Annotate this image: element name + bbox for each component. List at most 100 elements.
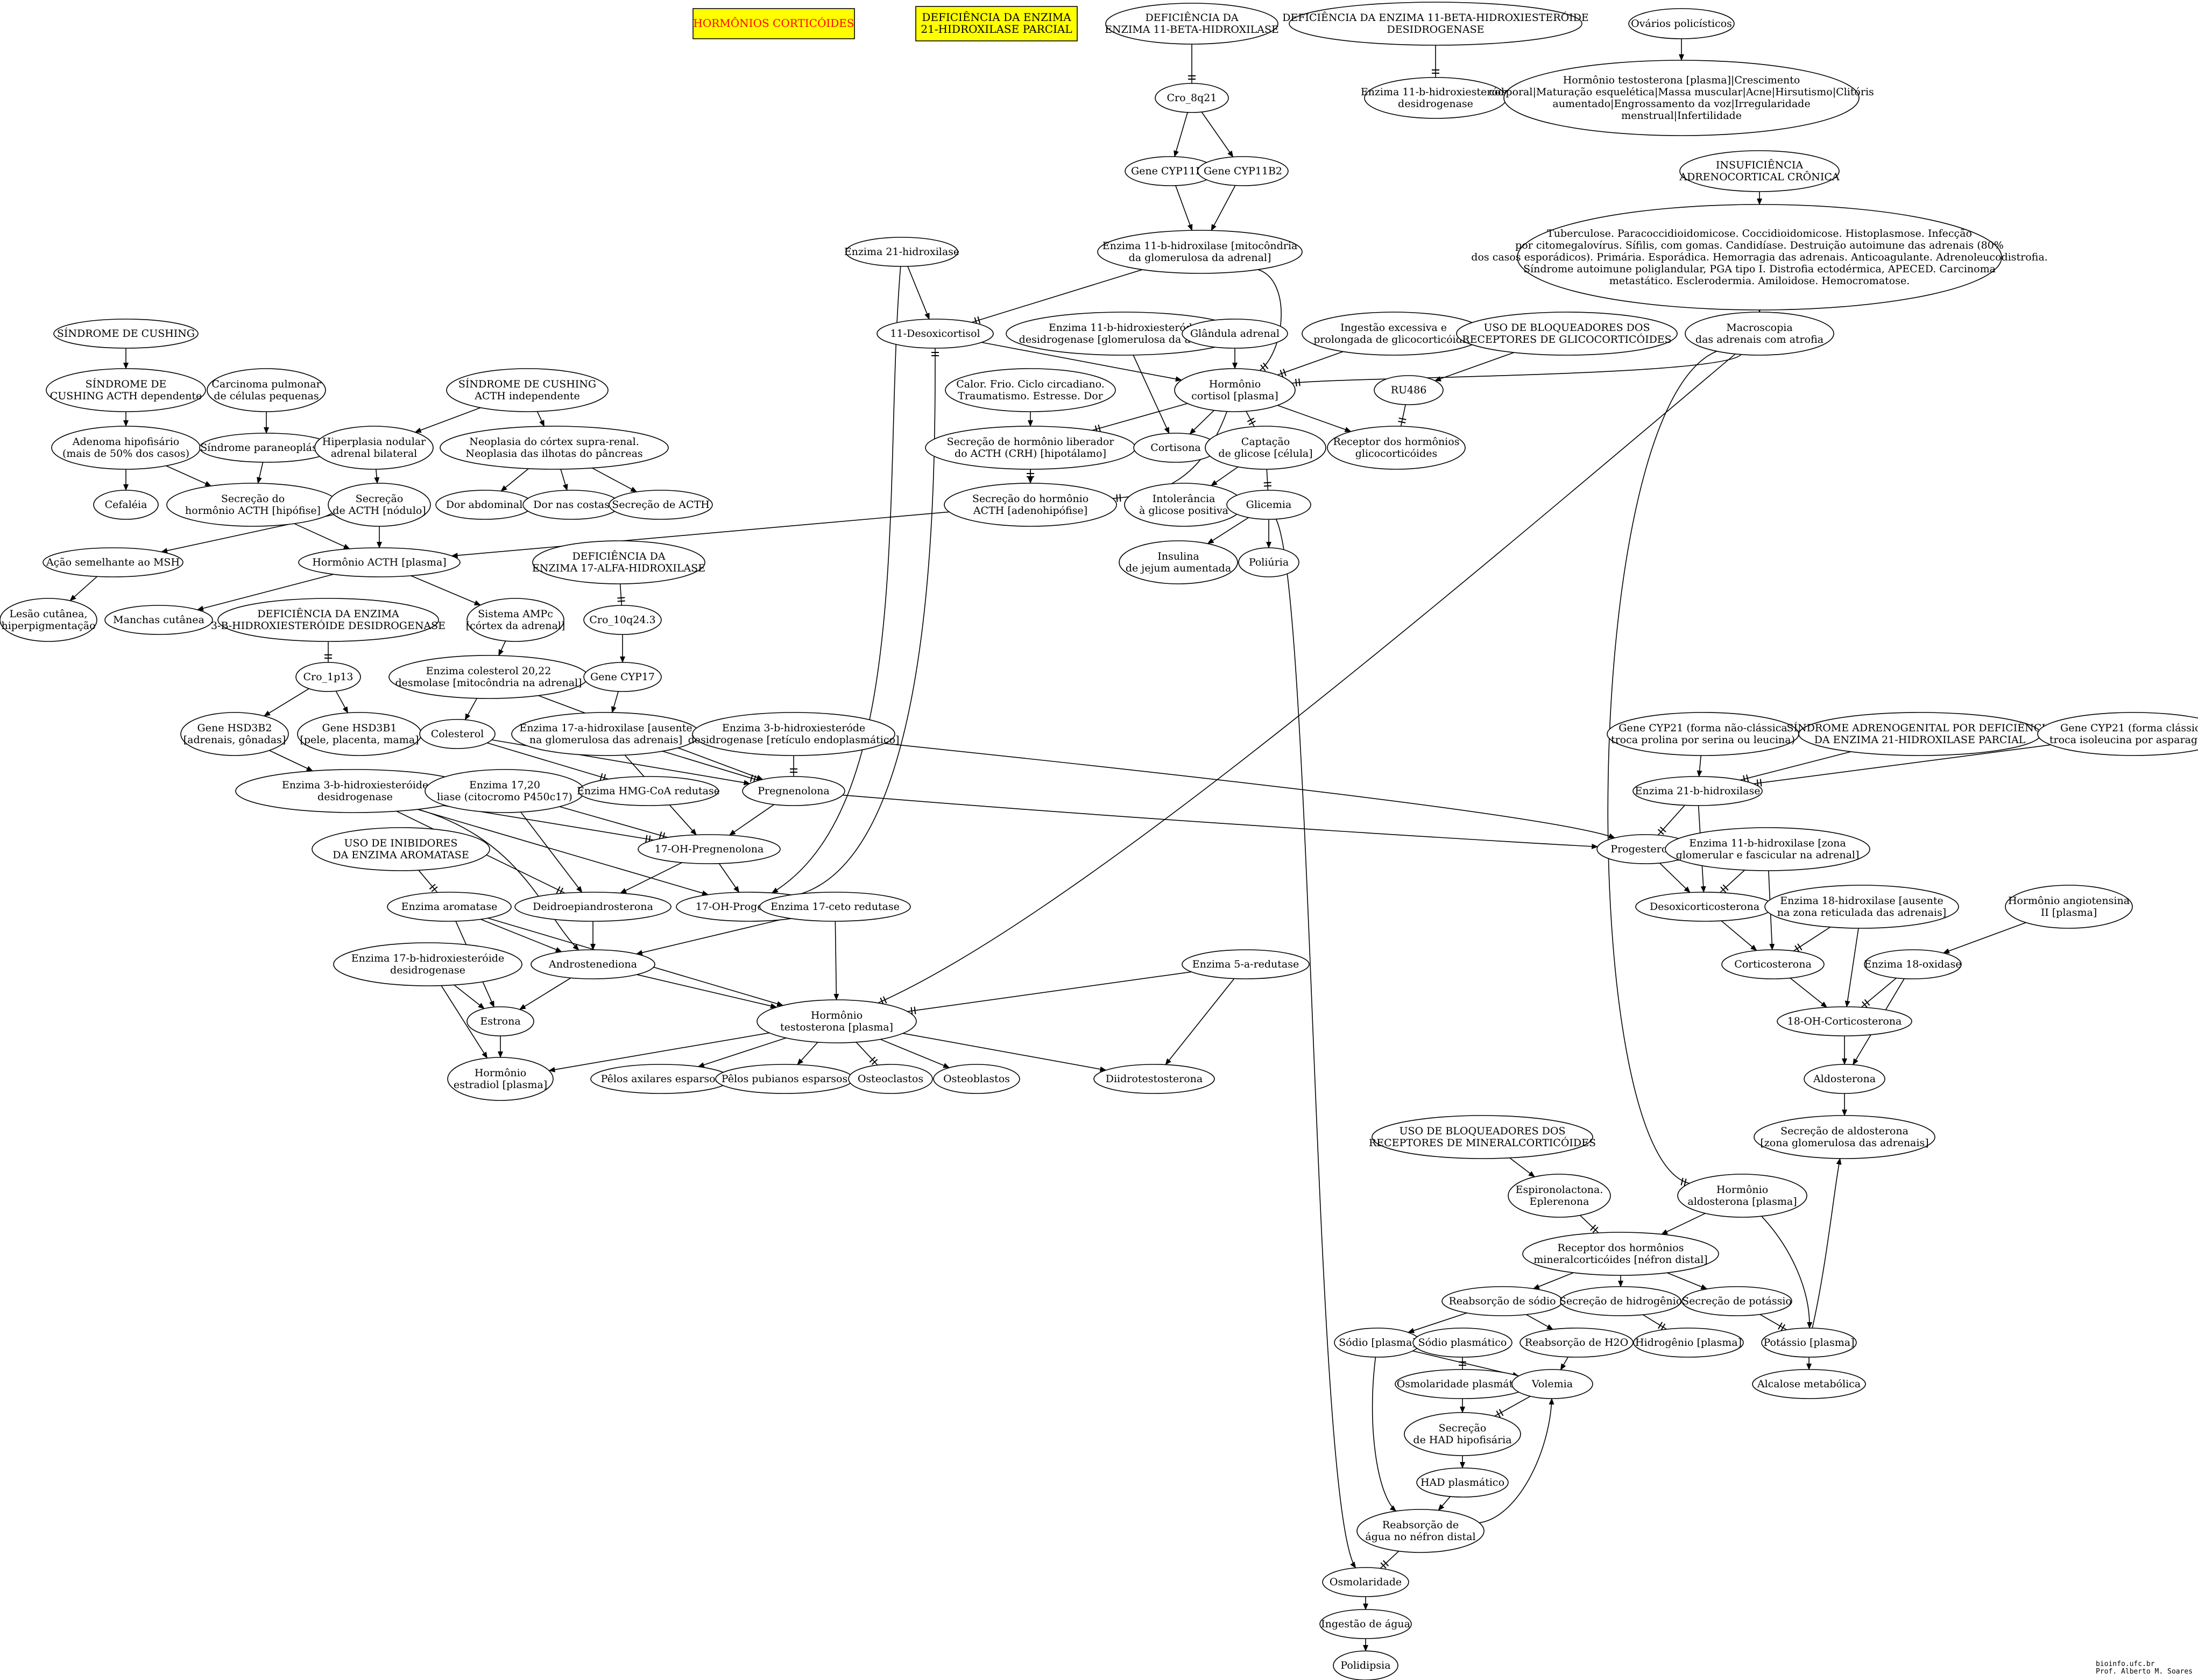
node-label-cro10-line-1: Cro_10q24.3 <box>589 614 655 626</box>
node-shape-d17 <box>532 540 705 584</box>
inhibition-mark-d3b-to-cro1 <box>324 654 332 659</box>
node-label-e17a-line-2: na glomerulosa das adrenais] <box>529 734 682 746</box>
edge-rhm-to-spo <box>1667 1272 1708 1290</box>
inhibition-mark-cap-to-gli <box>1263 482 1272 487</box>
node-label-e3bd-line-2: desidrogenase <box>317 791 393 803</box>
edge-e5a-to-htt <box>907 971 1192 1012</box>
node-shape-ins <box>1679 150 1840 192</box>
node-label-gc1-line-1: Gene CYP11B1 <box>1131 165 1210 177</box>
edge-ubg-to-ru <box>1434 352 1514 382</box>
node-shape-kpl <box>1761 1328 1857 1358</box>
node-shape-hnb <box>314 426 434 470</box>
node-label-ins-line-1: INSUFICIÊNCIA <box>1716 159 1803 171</box>
node-shape-spm <box>1412 1328 1513 1358</box>
node-label-spo-line-1: Secreção de potássio <box>1682 1295 1792 1307</box>
inhibition-mark-esp-to-rhm <box>1590 1224 1599 1233</box>
edge-gc1-to-e11bh <box>1175 185 1193 231</box>
node-label-esp-line-1: Espironolactona. <box>1516 1184 1603 1196</box>
node-label-cal-line-1: Calor. Frio. Ciclo circadiano. <box>956 378 1105 390</box>
edge-ghb2-to-e3bd <box>269 750 313 772</box>
inhibition-mark-e18o-to-ohc <box>1862 999 1870 1008</box>
node-label-cort-line-1: Cortisona <box>1150 442 1201 454</box>
node-label-e11bhg-line-1: Enzima 11-b-hidroxiesteróde <box>1049 322 1198 334</box>
node-label-cpp-line-1: Carcinoma pulmonar <box>211 378 321 390</box>
node-label-ubg-line-1: USO DE BLOQUEADORES DOS <box>1484 322 1650 334</box>
node-shape-cro10 <box>583 605 662 635</box>
node-shape-cal <box>945 368 1116 412</box>
node-label-ing-line-2: prolongada de glicocorticóides <box>1313 334 1474 345</box>
node-shape-les <box>0 598 97 642</box>
node-ohc: 18-OH-Corticosterona <box>1777 1006 1912 1036</box>
edge-e3bd-to-ohpr <box>417 809 709 896</box>
node-label-hco-line-1: Hormônio <box>1209 378 1261 390</box>
node-label-e18h-line-2: na zona reticulada das adrenais] <box>1777 907 1946 919</box>
edge-cro1-to-ghb2 <box>264 688 309 717</box>
inhibition-mark-e11bh-to-hco <box>1260 362 1269 371</box>
edge-gcy-to-e17a <box>611 691 619 714</box>
node-shape-col <box>419 719 496 749</box>
node-shape-ald <box>1804 1064 1885 1094</box>
node-label-e3bre-line-1: Enzima 3-b-hidroxiesteróde <box>722 722 865 734</box>
node-label-ear-line-1: Enzima aromatase <box>401 901 498 913</box>
node-shape-rhg <box>1327 426 1466 470</box>
node-neo: Neoplasia do córtex supra-renal.Neoplasi… <box>440 426 669 470</box>
edge-neo-to-dco <box>560 469 568 491</box>
node-shape-gcyc <box>2037 712 2198 756</box>
node-shape-uia <box>312 827 490 871</box>
inhibition-mark-mac-to-hco <box>1295 378 1301 387</box>
node-shape-cor <box>1721 949 1825 979</box>
edge-ubm-to-esp <box>1509 1157 1535 1177</box>
node-label-tub-line-5: metastático. Esclerodermia. Amiloidose. … <box>1609 275 1910 287</box>
node-label-san-line-2: de ACTH [nódulo] <box>333 505 426 517</box>
node-label-had-line-1: Secreção <box>1439 1422 1487 1434</box>
node-shape-sac <box>609 490 713 520</box>
node-dox: 11-Desoxicortisol <box>877 319 994 349</box>
edge-rso-to-spl <box>1408 1312 1467 1333</box>
node-e21: Enzima 21-hidroxilase <box>844 237 959 267</box>
node-hc: HORMÔNIOS CORTICÓIDES <box>692 8 855 39</box>
edge-rh2-to-vol <box>1560 1357 1569 1371</box>
node-label-pol-line-1: Poliúria <box>1249 556 1289 568</box>
node-label-cro1-line-1: Cro_1p13 <box>303 671 354 683</box>
node-dht: Diidrotestosterona <box>1093 1064 1215 1094</box>
node-dco: Dor nas costas <box>522 490 620 520</box>
inhibition-mark-e21b-to-prog <box>1657 827 1666 835</box>
edge-hal-to-kpl <box>1761 1216 1813 1329</box>
edge-hco-to-rhg <box>1277 405 1352 432</box>
node-label-d11bh-line-2: DESIDROGENASE <box>1387 24 1484 36</box>
edge-e17c-to-and <box>635 917 788 956</box>
inhibition-mark-hco-to-sha <box>1116 494 1121 502</box>
node-label-ubg-line-2: RECEPTORES DE GLICOCORTICÓIDES <box>1462 333 1671 345</box>
node-ovp: Ovários policísticos <box>1628 8 1735 39</box>
edge-spo-to-kpl <box>1759 1314 1787 1330</box>
node-shape-hpl <box>1633 1328 1744 1358</box>
node-shape-pre <box>742 776 845 806</box>
node-cef: Cefaléia <box>93 490 159 520</box>
edge-gli-to-ins2 <box>1207 517 1249 544</box>
edge-e17a-to-pre <box>662 751 759 781</box>
node-shape-rh2 <box>1519 1328 1634 1358</box>
node-gc2: Gene CYP11B2 <box>1197 156 1289 186</box>
node-label-gcyn-line-2: troca prolina por serina ou leucina) <box>1611 734 1795 746</box>
edge-kpl-to-sal <box>1812 1157 1842 1329</box>
node-label-mac-line-2: das adrenais com atrofia <box>1695 334 1824 345</box>
edge-hap-to-man <box>196 574 334 611</box>
edge-ru-to-rhg <box>1400 404 1407 427</box>
node-spn: Síndrome paraneoplásica <box>199 433 334 463</box>
edge-amp-to-ecd <box>498 640 506 657</box>
node-label-tub-line-3: dos casos esporádicos). Primária. Esporá… <box>1471 251 2047 263</box>
node-shape-dht <box>1093 1064 1215 1094</box>
node-label-sac-line-1: Secreção de ACTH <box>612 499 710 511</box>
node-shape-ubg <box>1456 312 1678 356</box>
node-pold: Polidipsia <box>1333 1650 1398 1680</box>
